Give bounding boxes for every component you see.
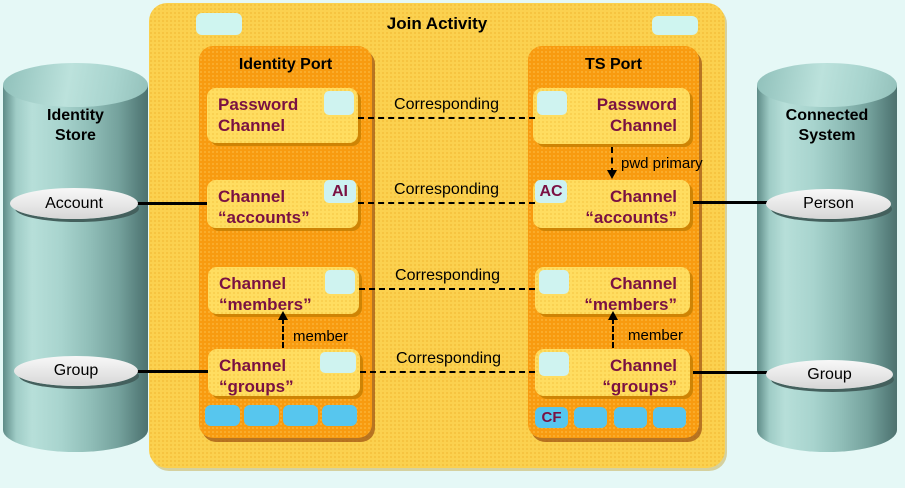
identity-store-label-line2: Store xyxy=(55,127,96,144)
ts-port-slot-4 xyxy=(653,407,686,428)
cf-badge: CF xyxy=(535,407,568,428)
channel-label-line: Channel xyxy=(609,274,677,293)
channel-label-line: Channel xyxy=(609,187,677,206)
person-entity: Person xyxy=(766,189,891,219)
corresponding-label-groups: Corresponding xyxy=(396,350,501,367)
connected-system-label-line2: System xyxy=(798,127,856,144)
ts-groups-channel-box: Channel “groups” xyxy=(535,349,690,396)
identity-accounts-channel-box: AI Channel “accounts” xyxy=(207,180,358,228)
member-arrow-line-left xyxy=(282,318,284,348)
join-activity-title: Join Activity xyxy=(386,14,488,33)
ts-password-channel-box: Password Channel xyxy=(533,88,690,144)
container-chip-right xyxy=(652,16,698,35)
member-label-right: member xyxy=(628,327,684,344)
ac-badge: AC xyxy=(535,180,567,203)
endpoint-tab-icon xyxy=(325,270,355,294)
ts-port-title: TS Port xyxy=(585,56,642,73)
corresponding-connector-groups xyxy=(360,371,535,373)
endpoint-tab-icon xyxy=(324,91,354,115)
corresponding-connector-password xyxy=(358,117,535,119)
pwd-primary-arrowhead-icon xyxy=(607,170,617,179)
connected-system-label: Connected System xyxy=(757,106,897,146)
channel-label-line: Channel xyxy=(609,116,677,135)
endpoint-tab-icon xyxy=(537,91,567,115)
channel-label-line: Password xyxy=(218,95,299,114)
identity-port-title: Identity Port xyxy=(238,56,333,73)
pwd-primary-label: pwd primary xyxy=(621,155,703,172)
groups-to-group-line-right xyxy=(689,371,767,374)
channel-label-line: Channel xyxy=(218,116,286,135)
endpoint-tab-icon xyxy=(539,352,569,376)
connected-system-cylinder-top xyxy=(757,63,897,107)
channel-label-line: “groups” xyxy=(219,377,294,396)
endpoint-tab-icon xyxy=(320,352,356,373)
corresponding-connector-accounts xyxy=(358,202,535,204)
corresponding-connector-members xyxy=(359,288,535,290)
member-arrowhead-icon-left xyxy=(278,311,288,320)
identity-store-label-line1: Identity xyxy=(47,107,104,124)
member-label-left: member xyxy=(293,328,349,345)
identity-port-slot-2 xyxy=(244,405,279,426)
channel-label-line: Channel xyxy=(609,356,677,375)
pwd-primary-arrow-line xyxy=(611,147,613,174)
accounts-to-person-line xyxy=(689,201,767,204)
group-entity-left: Group xyxy=(14,356,138,386)
identity-port-slot-1 xyxy=(205,405,240,426)
ts-accounts-channel-box: AC Channel “accounts” xyxy=(533,180,690,228)
ts-port-slot-2 xyxy=(574,407,607,428)
group-entity-right: Group xyxy=(766,360,893,389)
ts-members-channel-box: Channel “members” xyxy=(535,267,690,314)
group-to-groups-line-left xyxy=(136,370,209,373)
identity-port-slot-4 xyxy=(322,405,357,426)
identity-store-cylinder-top xyxy=(3,63,148,107)
container-chip-left xyxy=(196,13,242,35)
channel-label-line: Password xyxy=(596,95,677,114)
channel-label-line: Channel xyxy=(219,274,287,293)
corresponding-label-members: Corresponding xyxy=(395,267,500,284)
account-to-accounts-line xyxy=(136,202,208,205)
identity-port-slot-3 xyxy=(283,405,318,426)
channel-label-line: “members” xyxy=(584,295,677,314)
identity-password-channel-box: Password Channel xyxy=(207,88,358,143)
connected-system-label-line1: Connected xyxy=(785,107,869,124)
corresponding-label-accounts: Corresponding xyxy=(394,181,499,198)
ai-badge: AI xyxy=(324,180,356,203)
account-entity: Account xyxy=(10,188,138,219)
member-arrow-line-right xyxy=(612,318,614,348)
endpoint-tab-icon xyxy=(539,270,569,294)
channel-label-line: Channel xyxy=(219,356,287,375)
member-arrowhead-icon-right xyxy=(608,311,618,320)
channel-label-line: “accounts” xyxy=(218,208,310,227)
channel-label-line: Channel xyxy=(218,187,286,206)
corresponding-label-password: Corresponding xyxy=(394,96,499,113)
identity-groups-channel-box: Channel “groups” xyxy=(208,349,360,396)
channel-label-line: “members” xyxy=(219,295,312,314)
ts-port-slot-3 xyxy=(614,407,647,428)
identity-store-label: Identity Store xyxy=(3,106,148,146)
channel-label-line: “accounts” xyxy=(585,208,677,227)
identity-members-channel-box: Channel “members” xyxy=(208,267,359,314)
channel-label-line: “groups” xyxy=(602,377,677,396)
